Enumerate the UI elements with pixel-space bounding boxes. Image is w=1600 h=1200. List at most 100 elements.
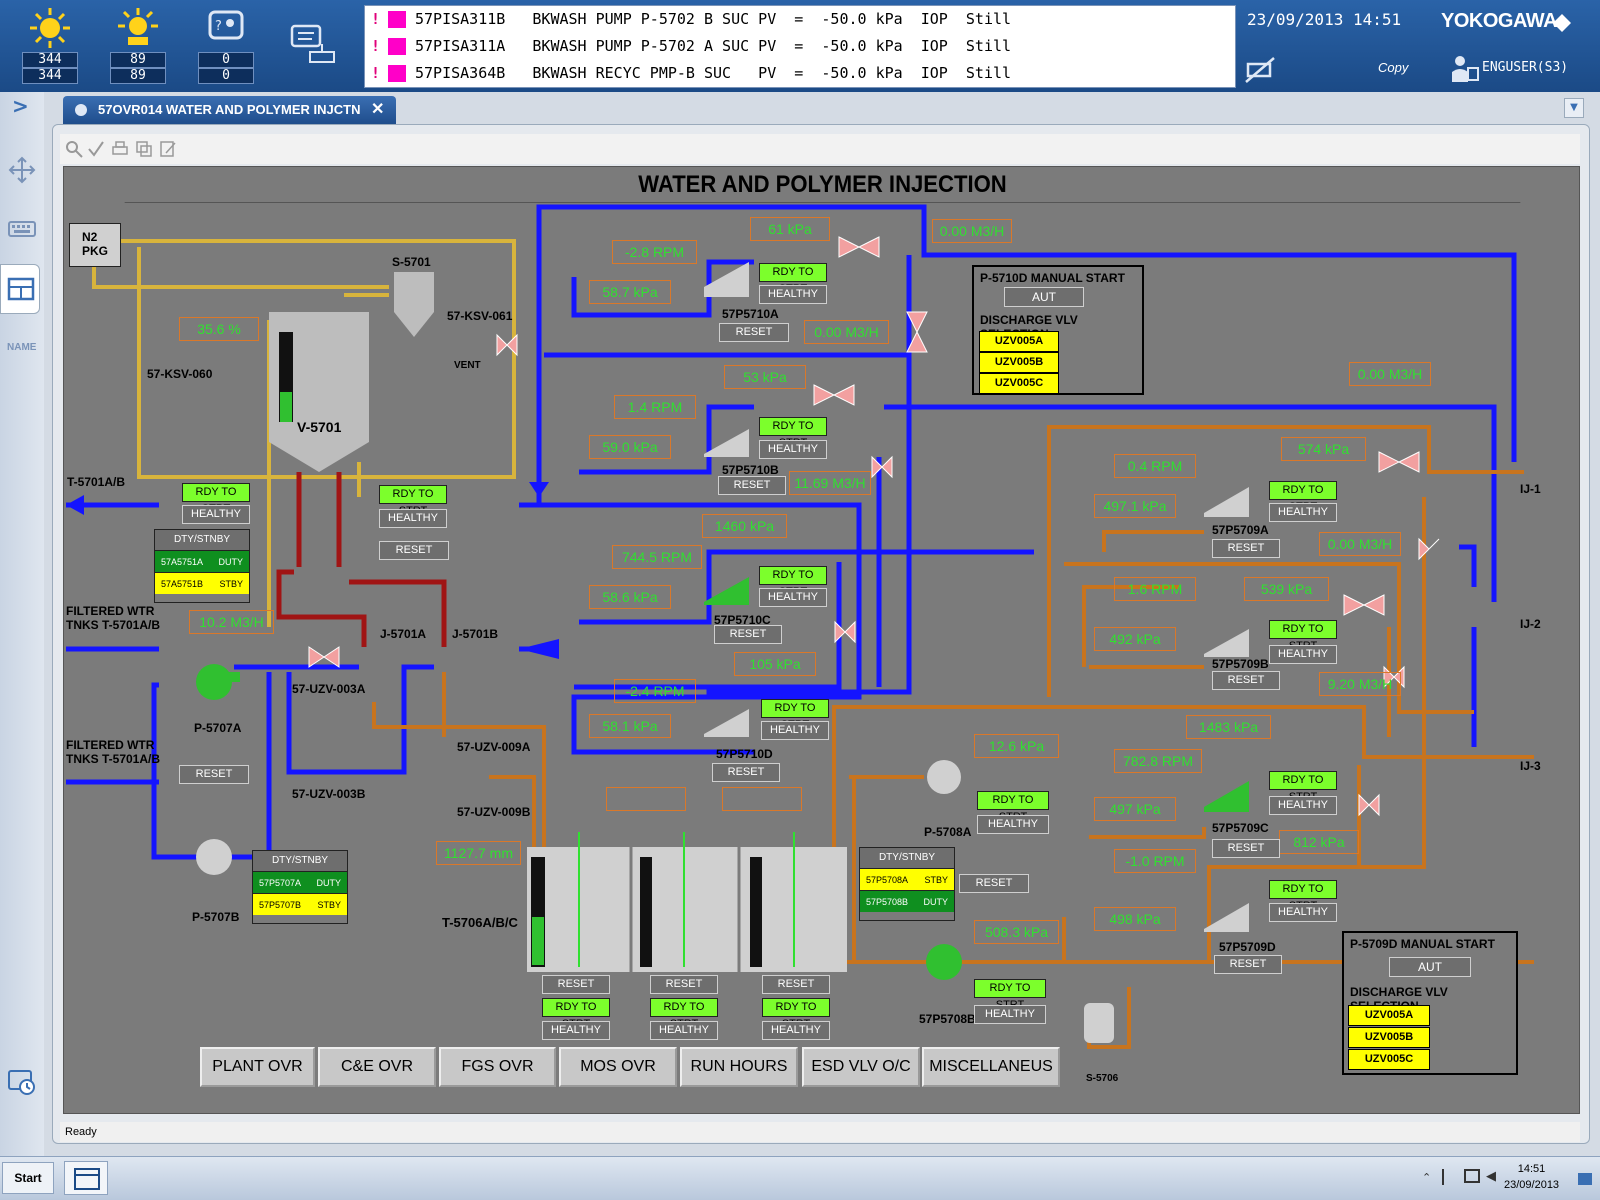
p5710c-discharge[interactable]: 1460 kPa: [702, 514, 787, 538]
p5709a-discharge[interactable]: 574 kPa: [1281, 437, 1366, 461]
p5710c-suction[interactable]: 58.6 kPa: [589, 585, 671, 609]
alarm-banner[interactable]: ! 57PISA311B BKWASH PUMP P-5702 B SUC PV…: [364, 5, 1236, 88]
user-icon[interactable]: [1450, 54, 1480, 84]
tab-dropdown-icon[interactable]: ▼: [1564, 98, 1584, 118]
p5710b-flow[interactable]: 11.69 M3/H: [789, 471, 871, 495]
uzv005c-select[interactable]: UZV005C: [979, 373, 1059, 394]
volume-icon[interactable]: ◀: [1486, 1169, 1496, 1184]
name-label[interactable]: NAME: [7, 342, 37, 353]
nav-plant-ovr-button[interactable]: PLANT OVR: [200, 1047, 315, 1087]
network-icon[interactable]: [1464, 1169, 1480, 1183]
t5706b-reset-button[interactable]: RESET: [650, 975, 718, 994]
nav-mos-ovr-button[interactable]: MOS OVR: [559, 1047, 677, 1087]
uzv005b-select[interactable]: UZV005B: [1348, 1027, 1430, 1048]
nav-ce-ovr-button[interactable]: C&E OVR: [318, 1047, 436, 1087]
p5710b-speed[interactable]: 1.4 RPM: [614, 395, 696, 419]
p5709d-suction[interactable]: 498 kPa: [1094, 907, 1176, 931]
uzv005a-select[interactable]: UZV005A: [979, 331, 1059, 352]
p5710a-flow-top[interactable]: 0.00 M3/H: [932, 219, 1012, 243]
p5751-reset-button[interactable]: RESET: [379, 541, 449, 560]
process-alarm-button[interactable]: 344 344: [20, 4, 80, 88]
operator-guide-button[interactable]: ? 0 0: [196, 4, 256, 88]
tray-expand-icon[interactable]: ⌃: [1422, 1171, 1432, 1184]
p5708-reset-button[interactable]: RESET: [959, 874, 1029, 893]
p5710b-suction[interactable]: 59.0 kPa: [589, 435, 671, 459]
p5710a-discharge[interactable]: 61 kPa: [750, 217, 830, 241]
graphic-view-button[interactable]: [0, 264, 40, 314]
p5709d-speed[interactable]: -1.0 RPM: [1114, 849, 1196, 873]
p5709c-reset-button[interactable]: RESET: [1212, 839, 1280, 858]
t5706b-level[interactable]: [606, 787, 686, 811]
keyboard-icon[interactable]: [6, 212, 38, 244]
p5709d-reset-button[interactable]: RESET: [1214, 955, 1282, 974]
print-icon[interactable]: [110, 139, 130, 159]
p5710d-suction[interactable]: 58.1 kPa: [589, 714, 671, 738]
move-icon[interactable]: [6, 154, 38, 186]
nav-run-hours-button[interactable]: RUN HOURS: [680, 1047, 798, 1087]
ksv060-position[interactable]: 35.6 %: [179, 317, 259, 341]
taskbar-app-button[interactable]: [64, 1161, 108, 1195]
p5710d-discharge[interactable]: 105 kPa: [734, 652, 816, 676]
nav-fgs-ovr-button[interactable]: FGS OVR: [439, 1047, 556, 1087]
flag-icon[interactable]: [1442, 1169, 1456, 1185]
alarm-row[interactable]: ! 57PISA311A BKWASH PUMP P-5702 A SUC PV…: [365, 33, 1235, 60]
n2-package[interactable]: N2 PKG: [69, 223, 121, 267]
p5709a-speed[interactable]: 0.4 RPM: [1114, 454, 1196, 478]
p5709d-aut-button[interactable]: AUT: [1389, 957, 1471, 977]
check-icon[interactable]: [86, 139, 106, 159]
p5709c-discharge-2[interactable]: 812 kPa: [1279, 830, 1359, 854]
uzv005c-select[interactable]: UZV005C: [1348, 1049, 1430, 1070]
p5709a-suction[interactable]: 497.1 kPa: [1094, 494, 1176, 518]
p5710a-suction[interactable]: 58.7 kPa: [589, 280, 671, 304]
p5709b-speed[interactable]: 1.6 RPM: [1114, 577, 1196, 601]
p5709c-speed[interactable]: 782.8 RPM: [1114, 749, 1202, 773]
copy-button[interactable]: Copy: [1378, 60, 1409, 75]
p5709a-flow[interactable]: 0.00 M3/H: [1319, 532, 1401, 556]
uzv005a-select[interactable]: UZV005A: [1348, 1005, 1430, 1026]
p5708b-discharge[interactable]: 508.3 kPa: [974, 920, 1059, 944]
p5710d-reset-button[interactable]: RESET: [712, 763, 780, 782]
tab-active-graphic[interactable]: 57OVR014 WATER AND POLYMER INJCTN ✕: [63, 96, 396, 124]
copy-graphic-icon[interactable]: [134, 139, 154, 159]
t5706c-level[interactable]: [722, 787, 802, 811]
p5710d-aut-button[interactable]: AUT: [1004, 287, 1084, 307]
p5710b-discharge[interactable]: 53 kPa: [724, 365, 806, 389]
show-desktop-icon[interactable]: [1578, 1173, 1592, 1185]
nav-esd-vlv-button[interactable]: ESD VLV O/C: [802, 1047, 920, 1087]
p5710a-flow[interactable]: 0.00 M3/H: [804, 320, 889, 344]
zoom-icon[interactable]: [64, 139, 84, 159]
p5709b-flow[interactable]: 9.20 M3/H: [1319, 672, 1401, 696]
p5709a-reset-button[interactable]: RESET: [1212, 539, 1280, 558]
t5706-level[interactable]: 1127.7 mm: [436, 841, 521, 865]
p5709b-reset-button[interactable]: RESET: [1212, 671, 1280, 690]
p5709c-discharge[interactable]: 1483 kPa: [1186, 715, 1271, 739]
nav-miscellaneus-button[interactable]: MISCELLANEUS: [922, 1047, 1060, 1087]
p5709b-suction[interactable]: 492 kPa: [1094, 627, 1176, 651]
p5709a-flow-top[interactable]: 0.00 M3/H: [1349, 362, 1431, 386]
p5710b-reset-button[interactable]: RESET: [718, 476, 786, 495]
tray-clock[interactable]: 14:51 23/09/2013: [1504, 1161, 1559, 1193]
message-monitor-icon[interactable]: [290, 22, 342, 68]
alarm-row[interactable]: ! 57PISA364B BKWASH RECYC PMP-B SUC PV =…: [365, 60, 1235, 87]
system-alarm-button[interactable]: 89 89: [108, 4, 168, 88]
silence-icon[interactable]: [1244, 56, 1278, 84]
history-icon[interactable]: [6, 1066, 38, 1098]
p5709c-suction[interactable]: 497 kPa: [1094, 797, 1176, 821]
t5706a-reset-button[interactable]: RESET: [542, 975, 610, 994]
p5710d-speed[interactable]: -2.4 RPM: [614, 679, 696, 703]
p5710c-speed[interactable]: 744.5 RPM: [612, 545, 702, 569]
edit-icon[interactable]: [158, 139, 178, 159]
uzv005b-select[interactable]: UZV005B: [979, 352, 1059, 373]
p5708a-discharge[interactable]: 12.6 kPa: [974, 734, 1059, 758]
p5710a-speed[interactable]: -2.8 RPM: [612, 240, 697, 264]
p5710a-reset-button[interactable]: RESET: [719, 323, 789, 342]
flow-5701[interactable]: 10.2 M3/H: [189, 610, 274, 634]
